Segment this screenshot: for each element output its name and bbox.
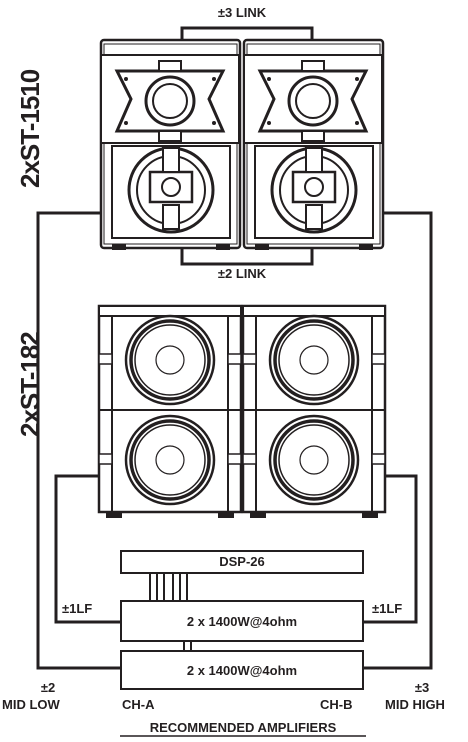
sub-speaker-right bbox=[241, 304, 387, 518]
ch-a-label: CH-A bbox=[122, 697, 155, 712]
right-output-name: MID HIGH bbox=[385, 697, 445, 712]
wire-lf-right bbox=[362, 474, 418, 624]
top-link-label: ±3 LINK bbox=[217, 5, 267, 20]
left-output-number: ±2 bbox=[40, 680, 56, 695]
wire-mid-high bbox=[362, 211, 433, 670]
left-output-name: MID LOW bbox=[2, 697, 60, 712]
dsp-label: DSP-26 bbox=[219, 554, 265, 569]
sub-speaker-left bbox=[97, 304, 243, 518]
amp2-box bbox=[120, 650, 364, 690]
wire-lf-left bbox=[54, 474, 122, 624]
right-lf-label: ±1LF bbox=[372, 601, 403, 616]
tops-model-label: 2xST-1510 bbox=[15, 69, 45, 188]
amp1-label: 2 x 1400W@4ohm bbox=[186, 614, 298, 629]
top-speaker-left bbox=[99, 38, 242, 250]
mid-link-wire bbox=[180, 244, 314, 266]
amp2-label: 2 x 1400W@4ohm bbox=[186, 663, 298, 678]
right-output-number: ±3 bbox=[414, 680, 430, 695]
subs-model-label: 2xST-182 bbox=[15, 332, 45, 437]
dsp-connectors bbox=[149, 573, 192, 651]
dsp-box bbox=[120, 550, 364, 574]
recommended-amplifiers-caption: RECOMMENDED AMPLIFIERS bbox=[149, 720, 337, 735]
wire-mid-low bbox=[36, 211, 122, 670]
top-speaker-right bbox=[242, 38, 385, 250]
left-lf-label: ±1LF bbox=[62, 601, 93, 616]
ch-b-label: CH-B bbox=[320, 697, 353, 712]
amp1-box bbox=[120, 600, 364, 642]
mid-link-label: ±2 LINK bbox=[217, 266, 267, 281]
